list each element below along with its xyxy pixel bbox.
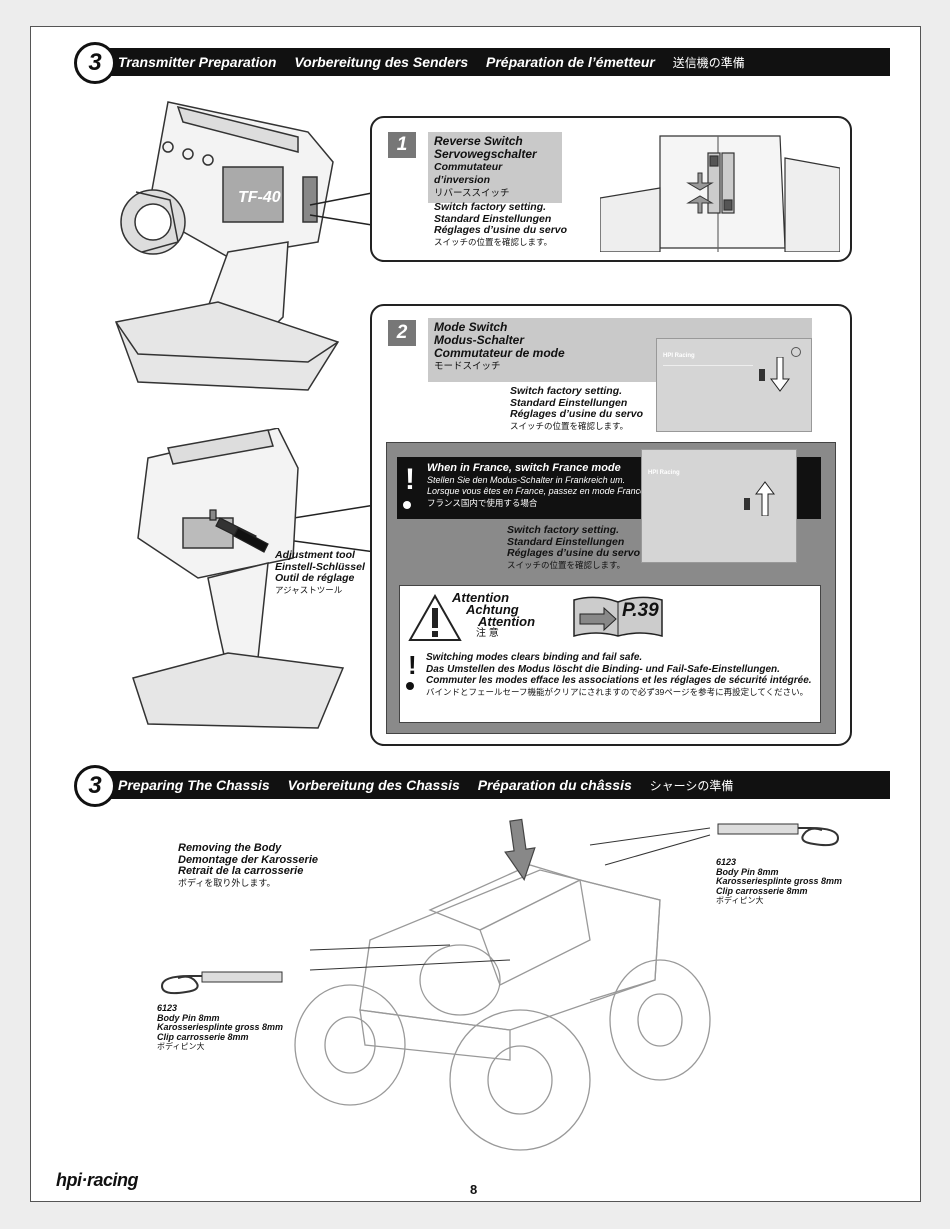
attention-words: Attention Achtung Attention 注 意: [452, 590, 536, 639]
factory-setting-note: Switch factory setting. Standard Einstel…: [507, 524, 641, 570]
section-header-transmitter: Transmitter Preparation Vorbereitung des…: [100, 48, 890, 76]
section-title-jp: 送信機の準備: [672, 56, 745, 70]
section-number-badge: 3: [74, 765, 116, 807]
hpi-racing-logo: hpi·racing: [56, 1170, 139, 1190]
section-title-de: Vorbereitung des Senders: [294, 54, 469, 70]
step-1-panel: 1 Reverse Switch Servowegschalter Commut…: [370, 116, 852, 262]
transmitter-illustration-top: TF-40: [114, 101, 340, 391]
adjustment-tool-label: Adjustment tool Einstell-Schlüssel Outil…: [275, 549, 365, 595]
warning-triangle-icon: [408, 594, 462, 641]
france-mode-box: ! When in France, switch France mode Ste…: [386, 442, 836, 734]
attention-box: Attention Achtung Attention 注 意 P.39 ! S…: [399, 585, 821, 723]
svg-text:TF-40: TF-40: [238, 189, 281, 206]
mode-warning-text: Switching modes clears binding and fail …: [426, 652, 812, 697]
body-pin-icon: [160, 971, 283, 995]
step-number: 1: [388, 132, 416, 158]
header-jp: リバーススイッチ: [434, 188, 510, 199]
monster-truck-illustration: [294, 818, 711, 1151]
page-reference: P.39: [622, 600, 659, 621]
step-2-panel: 2 Mode Switch Modus-Schalter Commutateur…: [370, 304, 852, 746]
factory-setting-note: Switch factory setting. Standard Einstel…: [510, 385, 644, 431]
step-header: Reverse Switch Servowegschalter Commutat…: [428, 132, 562, 203]
transmitter-label-illustration: HPI Racing: [656, 338, 812, 432]
body-pin-icon: [717, 823, 840, 847]
step-number: 2: [388, 320, 416, 346]
transmitter-label-illustration: HPI Racing: [641, 449, 797, 563]
book-reference-icon: [573, 596, 663, 637]
body-removal-instruction: Removing the Body Demontage der Karosser…: [178, 842, 318, 888]
section-header-chassis: Preparing The Chassis Vorbereitung des C…: [100, 771, 890, 799]
factory-setting-note: Switch factory setting. Standard Einstel…: [434, 201, 568, 247]
section-title-fr: Préparation de l’émetteur: [486, 54, 655, 70]
part-callout-right: 6123 Body Pin 8mm Karosseriesplinte gros…: [716, 857, 843, 905]
section-title-en: Transmitter Preparation: [118, 54, 277, 70]
header-fr: Commutateur d’inversion: [434, 161, 503, 186]
page-number: 8: [470, 1182, 478, 1197]
reverse-switch-closeup: [600, 135, 840, 252]
transmitter-illustration-tool: [132, 428, 345, 729]
callout-line-step1: [309, 192, 373, 226]
part-callout-left: 6123 Body Pin 8mm Karosseriesplinte gros…: [157, 1003, 284, 1051]
section-number-badge: 3: [74, 42, 116, 84]
header-en: Reverse Switch: [434, 134, 523, 148]
header-de: Servowegschalter: [434, 147, 537, 161]
